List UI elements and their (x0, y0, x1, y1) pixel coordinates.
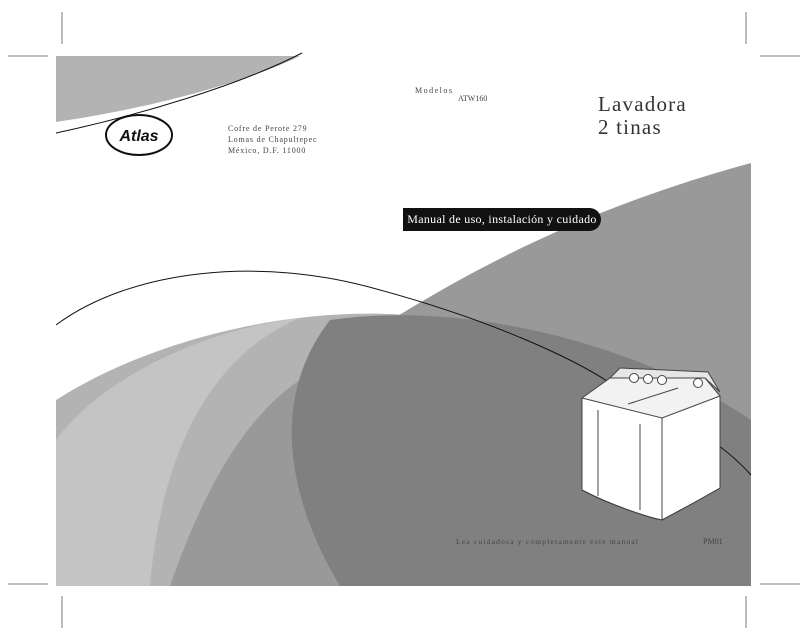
models-label: Modelos (415, 86, 454, 95)
product-title-line2: 2 tinas (598, 115, 662, 139)
product-title-line1: Lavadora (598, 92, 687, 116)
address-line2: Lomas de Chapultepec (228, 135, 318, 144)
logo-text: Atlas (118, 128, 158, 145)
bottom-light-band (56, 318, 300, 586)
crop-marks (8, 12, 800, 628)
twin-tub-washer-illustration (580, 367, 721, 521)
address-line1: Cofre de Perote 279 (228, 124, 308, 133)
model-number: ATW160 (458, 94, 488, 103)
manual-banner: Manual de uso, instalación y cuidado (403, 208, 601, 231)
manual-banner-text: Manual de uso, instalación y cuidado (407, 212, 597, 226)
footer-code: PM01 (703, 537, 723, 546)
top-thin-curve (55, 52, 303, 134)
address-line3: México, D.F. 11000 (228, 146, 307, 155)
atlas-logo: Atlas (105, 114, 173, 156)
footer-note: Lea cuidadosa y completamente este manua… (456, 537, 640, 546)
top-wedge (56, 56, 300, 122)
